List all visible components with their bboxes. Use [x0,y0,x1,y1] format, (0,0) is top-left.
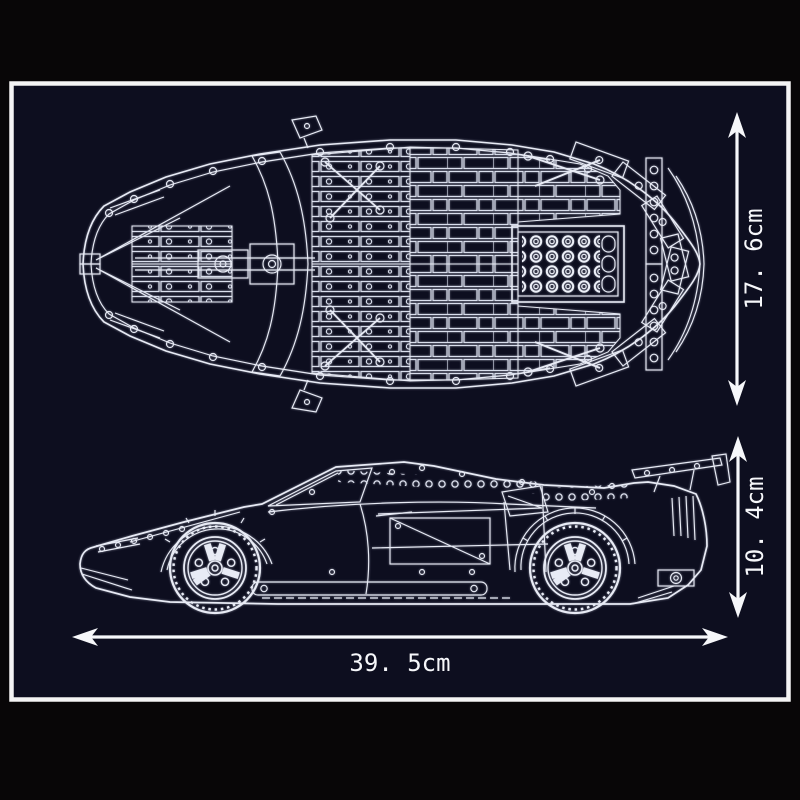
center-gearbox [197,243,295,285]
length-dimension: 39. 5cm [72,628,728,677]
side-view-body-outline [79,461,708,605]
engine-grille [511,225,625,303]
arrowhead-down-icon [729,592,747,618]
rear-wing [631,453,731,493]
arrowhead-down-icon [728,380,746,406]
height-dimension-label: 10. 4cm [741,476,769,577]
arrowhead-right-icon [702,628,728,646]
top-view-drawing [79,115,705,413]
side-intake [501,485,549,517]
width-dimension: 17. 6cm [728,112,768,406]
mirror [291,115,323,149]
windshield-arcs [251,151,309,265]
top-view-upper-half [79,115,705,282]
front-wheel-arch [160,510,273,573]
side-window [267,467,373,507]
arrowhead-up-icon [728,112,746,138]
side-view-drawing [79,453,731,613]
length-dimension-label: 39. 5cm [349,649,450,677]
top-view-body-outline [82,139,701,265]
rear-panel-petals [569,141,690,282]
width-dimension-label: 17. 6cm [740,208,768,309]
height-dimension: 10. 4cm [729,436,769,618]
rear-wheel-arch [514,507,636,573]
arrowhead-left-icon [72,628,98,646]
arrowhead-up-icon [729,436,747,462]
